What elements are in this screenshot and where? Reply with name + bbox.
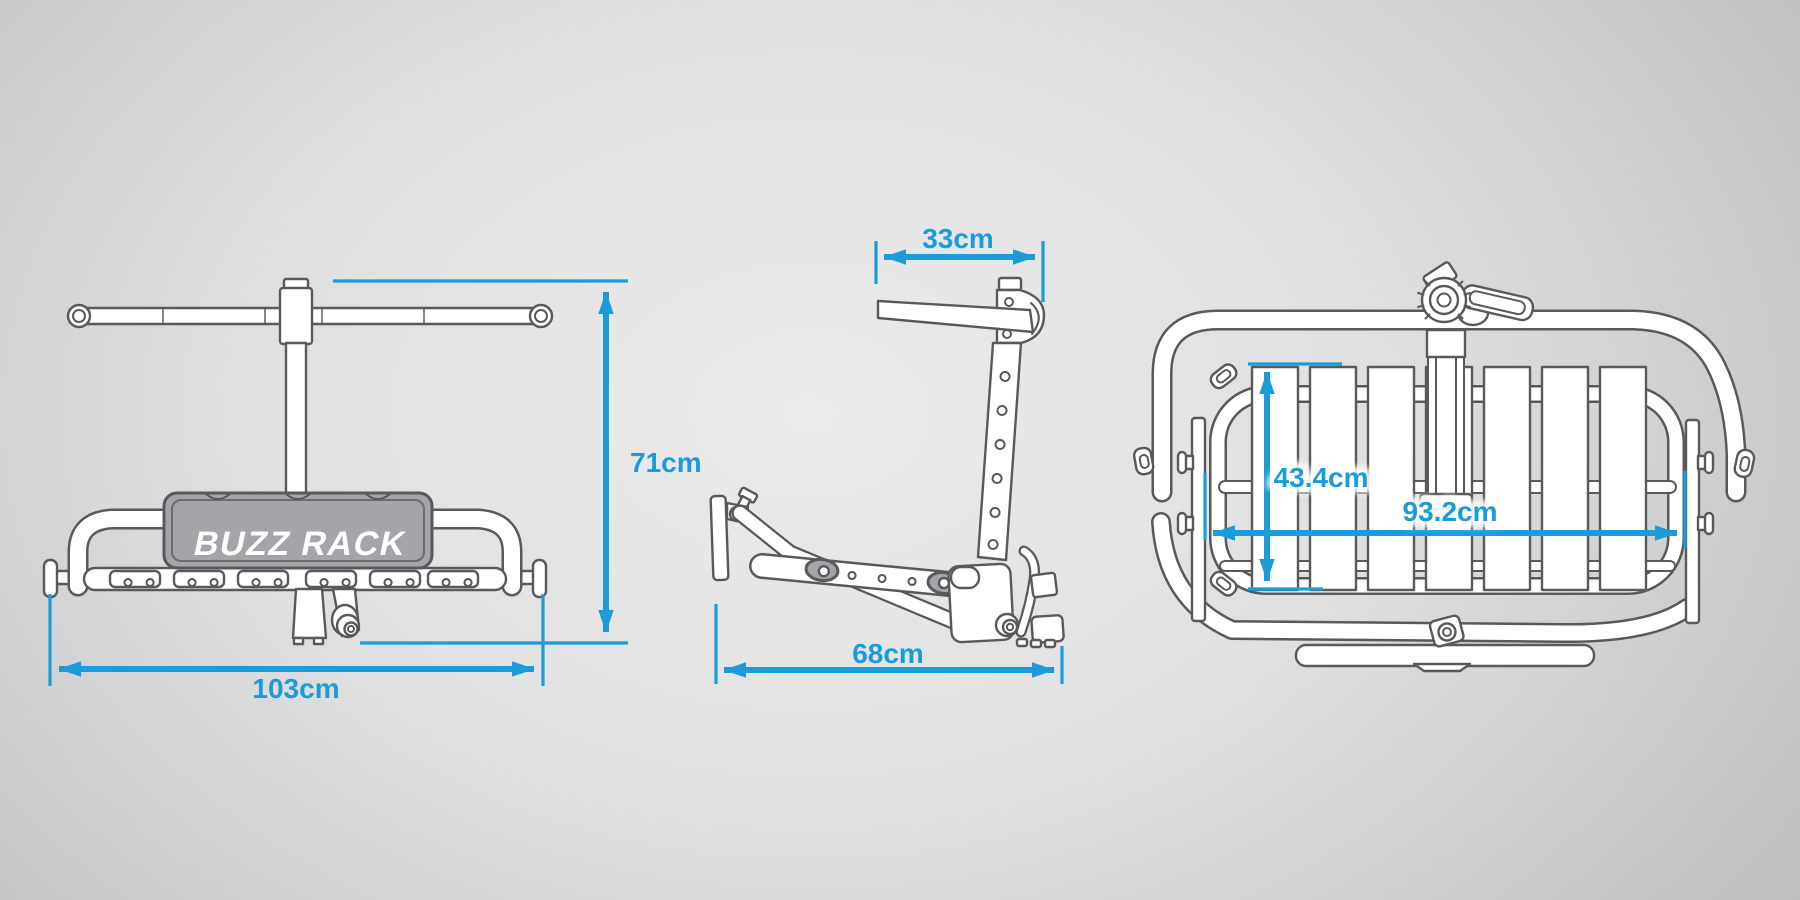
dim-label-front-width: 103cm — [252, 673, 339, 704]
left-frame-hook — [1132, 446, 1155, 476]
tray-endcap-left — [42, 558, 59, 599]
dim-label-top-inner-depth: 43.4cm — [1274, 462, 1369, 493]
dim-top-inner-depth: 43.4cm 43.4cm — [1248, 362, 1374, 591]
side-top-arm — [876, 276, 1046, 345]
dim-front-height: 71cm — [333, 279, 702, 645]
left-pivot-bar — [1176, 416, 1207, 623]
side-view-drawing: 33cm 68cm — [709, 223, 1065, 684]
buzz-rack-pad: BUZZ RACK — [162, 491, 434, 570]
front-hitch — [291, 587, 361, 646]
right-pivot-bar — [1684, 418, 1756, 625]
base-foot — [1294, 614, 1596, 673]
dim-side-top-offset: 33cm — [874, 223, 1045, 302]
tray-plates — [108, 569, 480, 589]
dim-front-width: 103cm — [48, 594, 545, 704]
wheel-strap — [1418, 328, 1474, 511]
platform-hook-bottom — [1209, 570, 1238, 597]
dim-label-side-depth: 68cm — [852, 638, 924, 669]
ratchet-dial — [1417, 261, 1535, 327]
dim-top-inner-width: 93.2cm 93.2cm — [1203, 471, 1687, 548]
dim-label-top-inner-width-halo: 93.2cm — [1403, 496, 1498, 527]
dim-label-front-height: 71cm — [630, 447, 702, 478]
crossbar-endcap-left — [66, 303, 92, 329]
bumper-bar — [42, 508, 548, 599]
side-lower-arm — [749, 553, 973, 598]
top-view-drawing: 43.4cm 43.4cm 93.2cm 93.2cm — [1132, 261, 1756, 673]
brand-label: BUZZ RACK — [190, 525, 410, 563]
dim-side-depth: 68cm — [714, 604, 1064, 684]
platform-hook-top — [1209, 363, 1238, 390]
crossbar-endcap-right — [528, 303, 554, 329]
dim-label-top-inner-width: 93.2cm — [1403, 496, 1498, 527]
dim-label-side-top-offset: 33cm — [922, 223, 994, 254]
side-hitch-head — [947, 545, 1065, 649]
mast — [278, 277, 314, 499]
side-mast — [976, 341, 1023, 562]
front-view-drawing: BUZZ RACK 103cm 71cm — [42, 277, 702, 704]
dim-label-top-inner-depth-halo: 43.4cm — [1274, 462, 1369, 493]
tray-endcap-right — [531, 558, 548, 599]
